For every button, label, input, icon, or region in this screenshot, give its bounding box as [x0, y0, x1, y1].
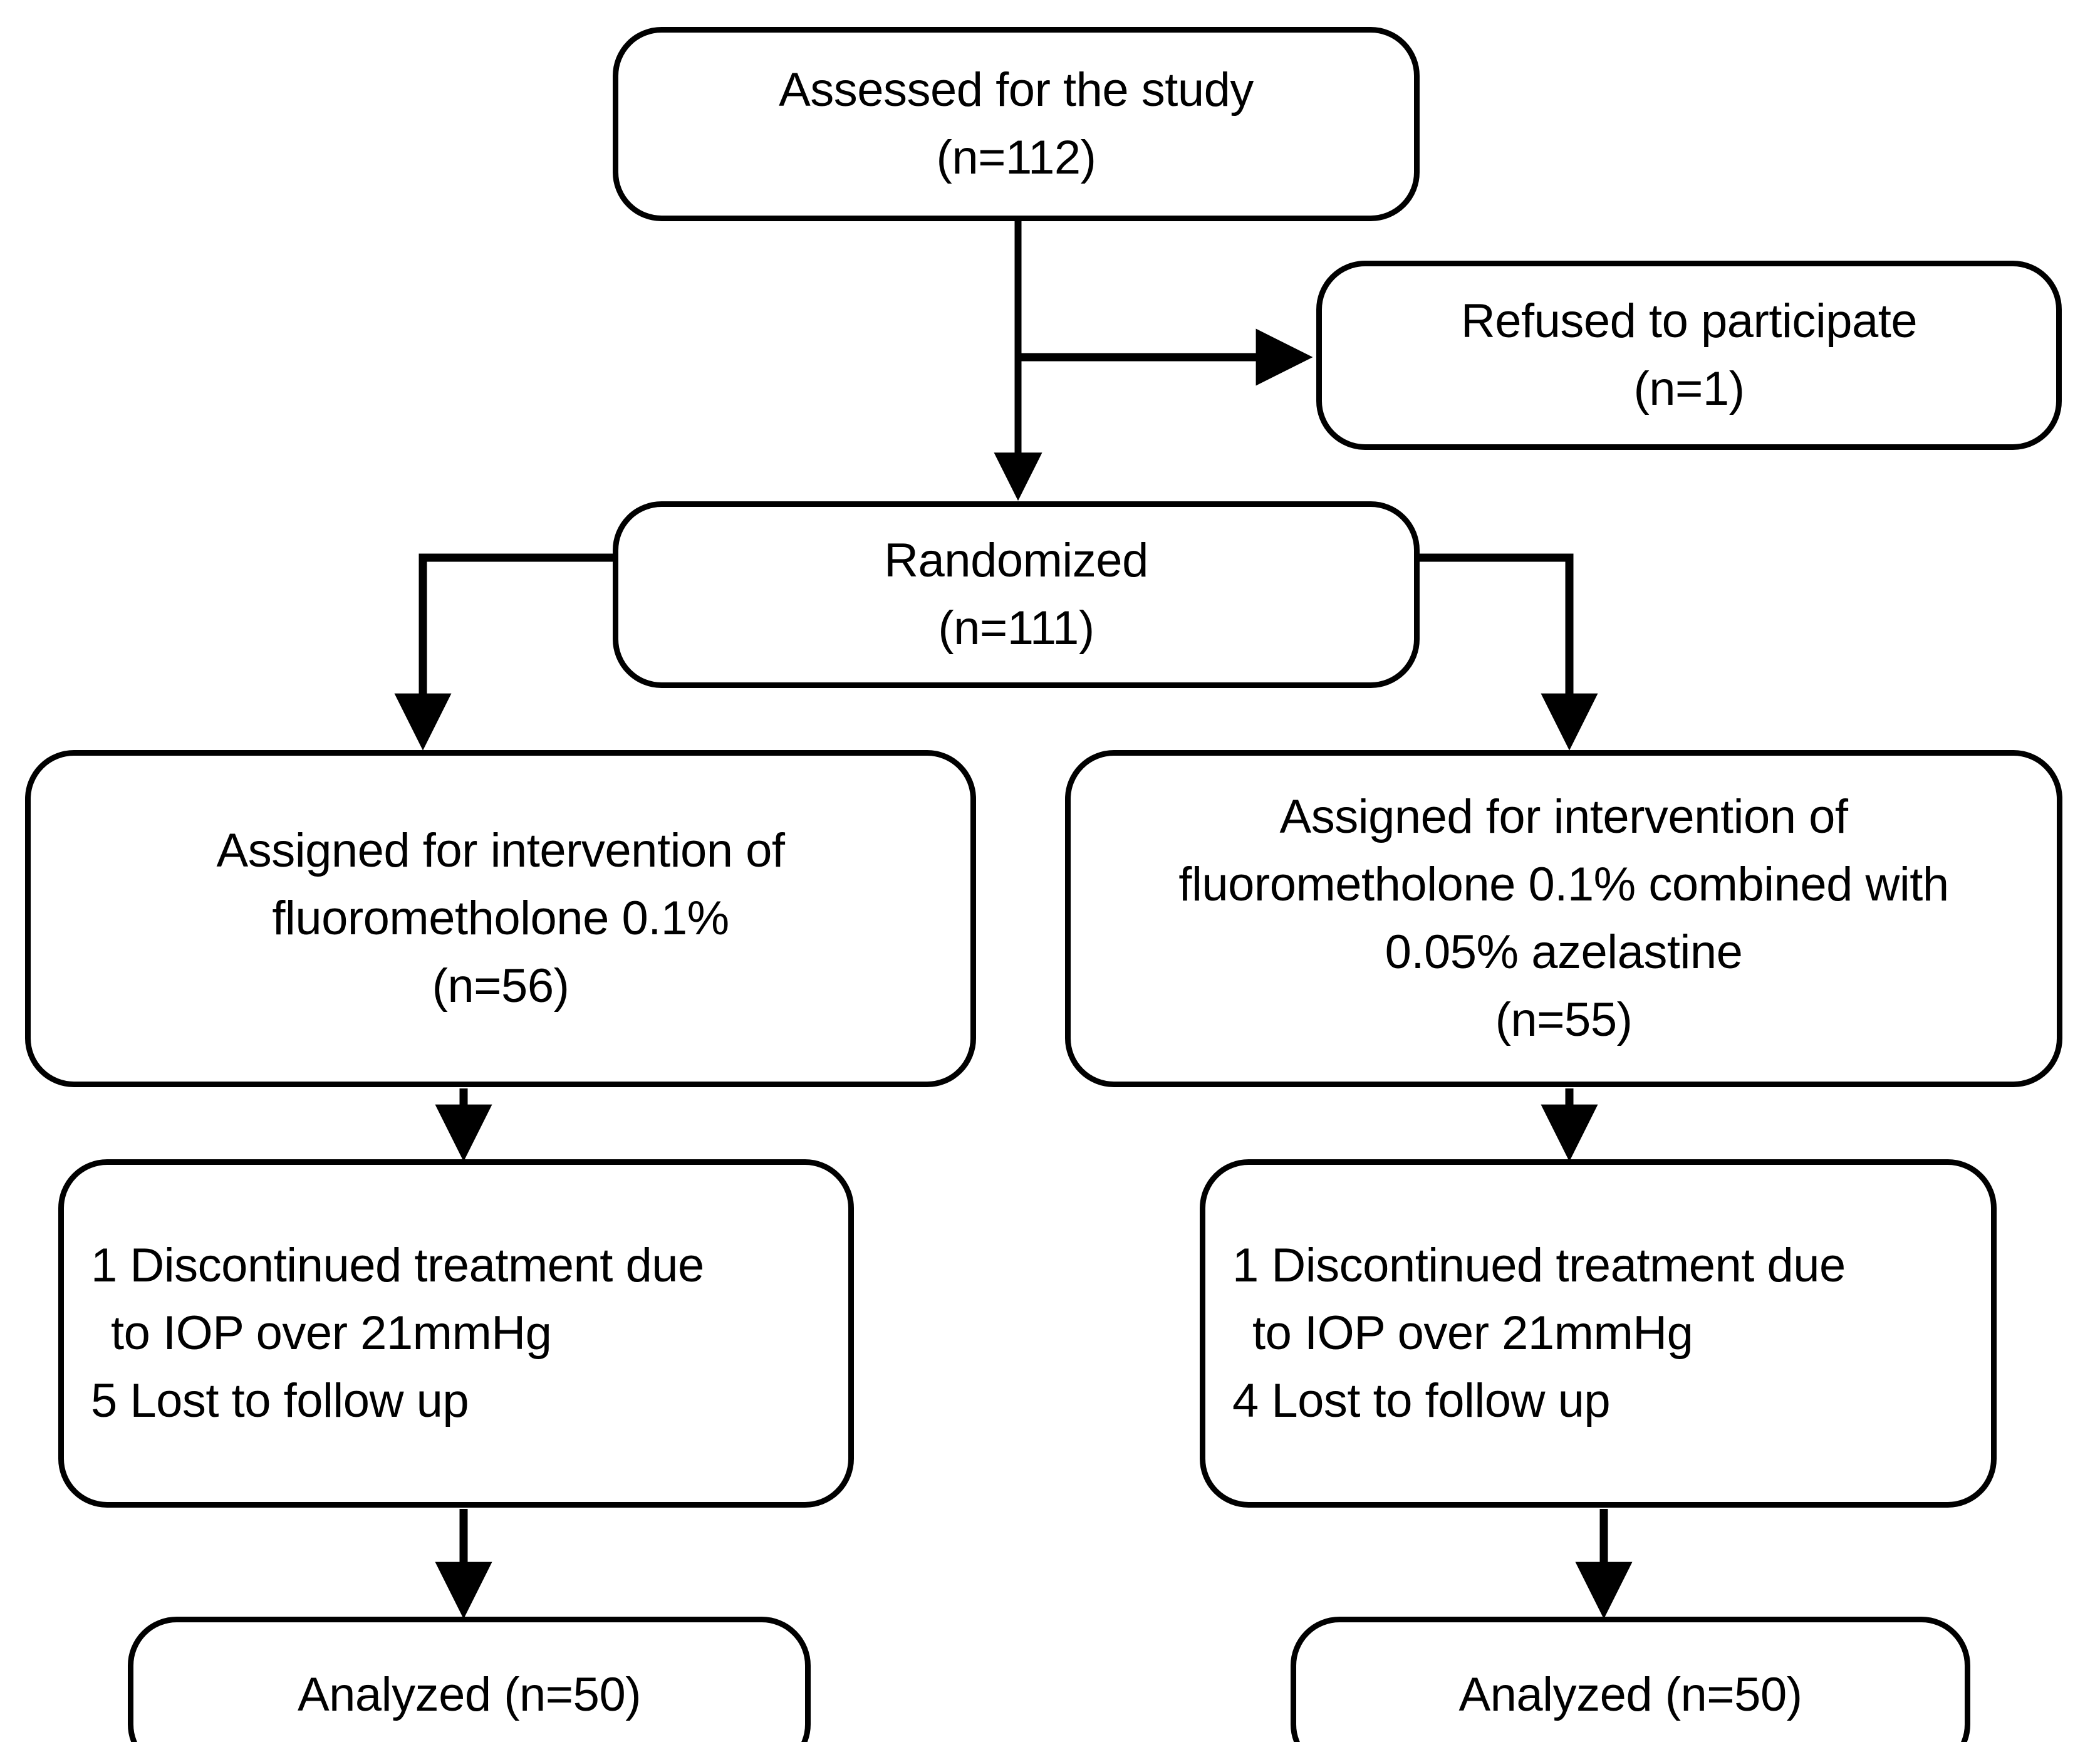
node-assessed-line-1: Assessed for the study: [779, 63, 1254, 117]
node-assigned-left-line-2: fluorometholone 0.1%: [272, 892, 729, 946]
edge-randomized-to-assigned-right: [1420, 553, 1598, 751]
node-disc-right-line-2: to IOP over 21mmHg: [1252, 1306, 1693, 1360]
node-assigned-right-line-4: (n=55): [1495, 993, 1633, 1046]
node-analyzed-right-line-1: Analyzed (n=50): [1458, 1668, 1802, 1722]
node-refused-line-1: Refused to participate: [1460, 295, 1918, 348]
node-assessed-for-study: Assessed for the study (n=112): [613, 27, 1420, 221]
node-assigned-intervention-right: Assigned for intervention of fluorometho…: [1065, 750, 2062, 1087]
node-assigned-left-line-3: (n=56): [432, 959, 569, 1013]
node-assigned-right-line-1: Assigned for intervention of: [1279, 790, 1848, 844]
edge-randomized-to-assigned-left: [394, 553, 613, 751]
node-disc-left-line-1: 1 Discontinued treatment due: [91, 1239, 704, 1293]
node-assessed-line-2: (n=112): [936, 131, 1096, 184]
node-randomized-line-2: (n=111): [938, 602, 1094, 655]
node-discontinued-right: 1 Discontinued treatment due to IOP over…: [1200, 1159, 1997, 1508]
node-discontinued-left: 1 Discontinued treatment due to IOP over…: [58, 1159, 854, 1508]
node-disc-left-line-2: to IOP over 21mmHg: [111, 1306, 552, 1360]
node-randomized: Randomized (n=111): [613, 501, 1420, 688]
node-assigned-right-line-3: 0.05% azelastine: [1385, 926, 1743, 979]
node-analyzed-left-line-1: Analyzed (n=50): [297, 1668, 642, 1722]
node-refused-line-2: (n=1): [1633, 362, 1745, 415]
node-refused-to-participate: Refused to participate (n=1): [1316, 261, 2062, 450]
node-analyzed-left: Analyzed (n=50): [128, 1617, 811, 1742]
node-assigned-right-line-2: fluorometholone 0.1% combined with: [1178, 858, 1949, 912]
node-disc-right-line-3: 4 Lost to follow up: [1232, 1374, 1611, 1427]
node-randomized-line-1: Randomized: [884, 534, 1148, 588]
node-assigned-left-line-1: Assigned for intervention of: [216, 824, 785, 878]
node-assigned-intervention-left: Assigned for intervention of fluorometho…: [25, 750, 976, 1087]
node-disc-left-line-3: 5 Lost to follow up: [91, 1374, 469, 1427]
node-disc-right-line-1: 1 Discontinued treatment due: [1232, 1239, 1846, 1293]
node-analyzed-right: Analyzed (n=50): [1291, 1617, 1970, 1742]
